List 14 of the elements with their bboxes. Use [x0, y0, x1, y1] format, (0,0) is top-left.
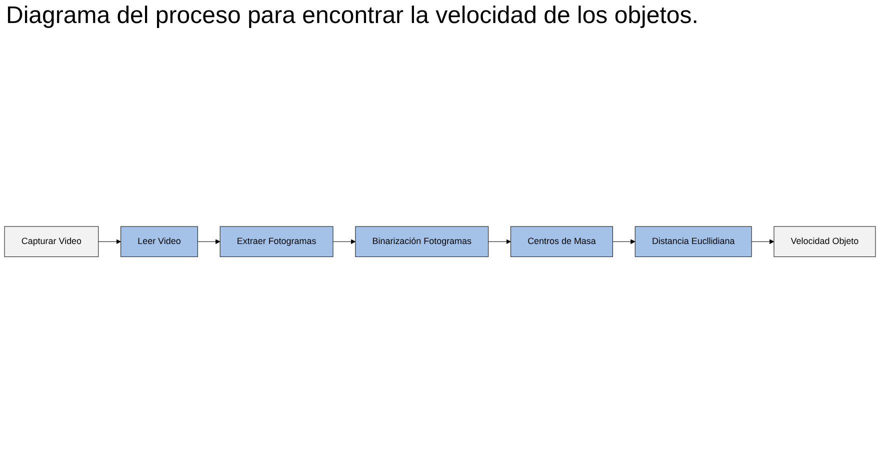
arrow [751, 240, 774, 244]
node-box: Leer Video [120, 226, 198, 258]
arrow [98, 240, 121, 244]
node-box: Velocidad Objeto [774, 226, 876, 258]
node-box: Distancia Eucllidiana [634, 226, 752, 258]
arrow [197, 240, 220, 244]
arrow [332, 240, 356, 244]
diagram-title: Diagrama del proceso para encontrar la velocidad de los objetos. [6, 2, 700, 30]
node-box: Binarización Fotogramas [355, 226, 489, 258]
node-box: Extraer Fotogramas [220, 226, 334, 258]
arrow [488, 240, 511, 244]
node-box: Centros de Masa [510, 226, 613, 258]
node-box: Capturar Video [4, 226, 99, 258]
arrow [612, 240, 636, 244]
